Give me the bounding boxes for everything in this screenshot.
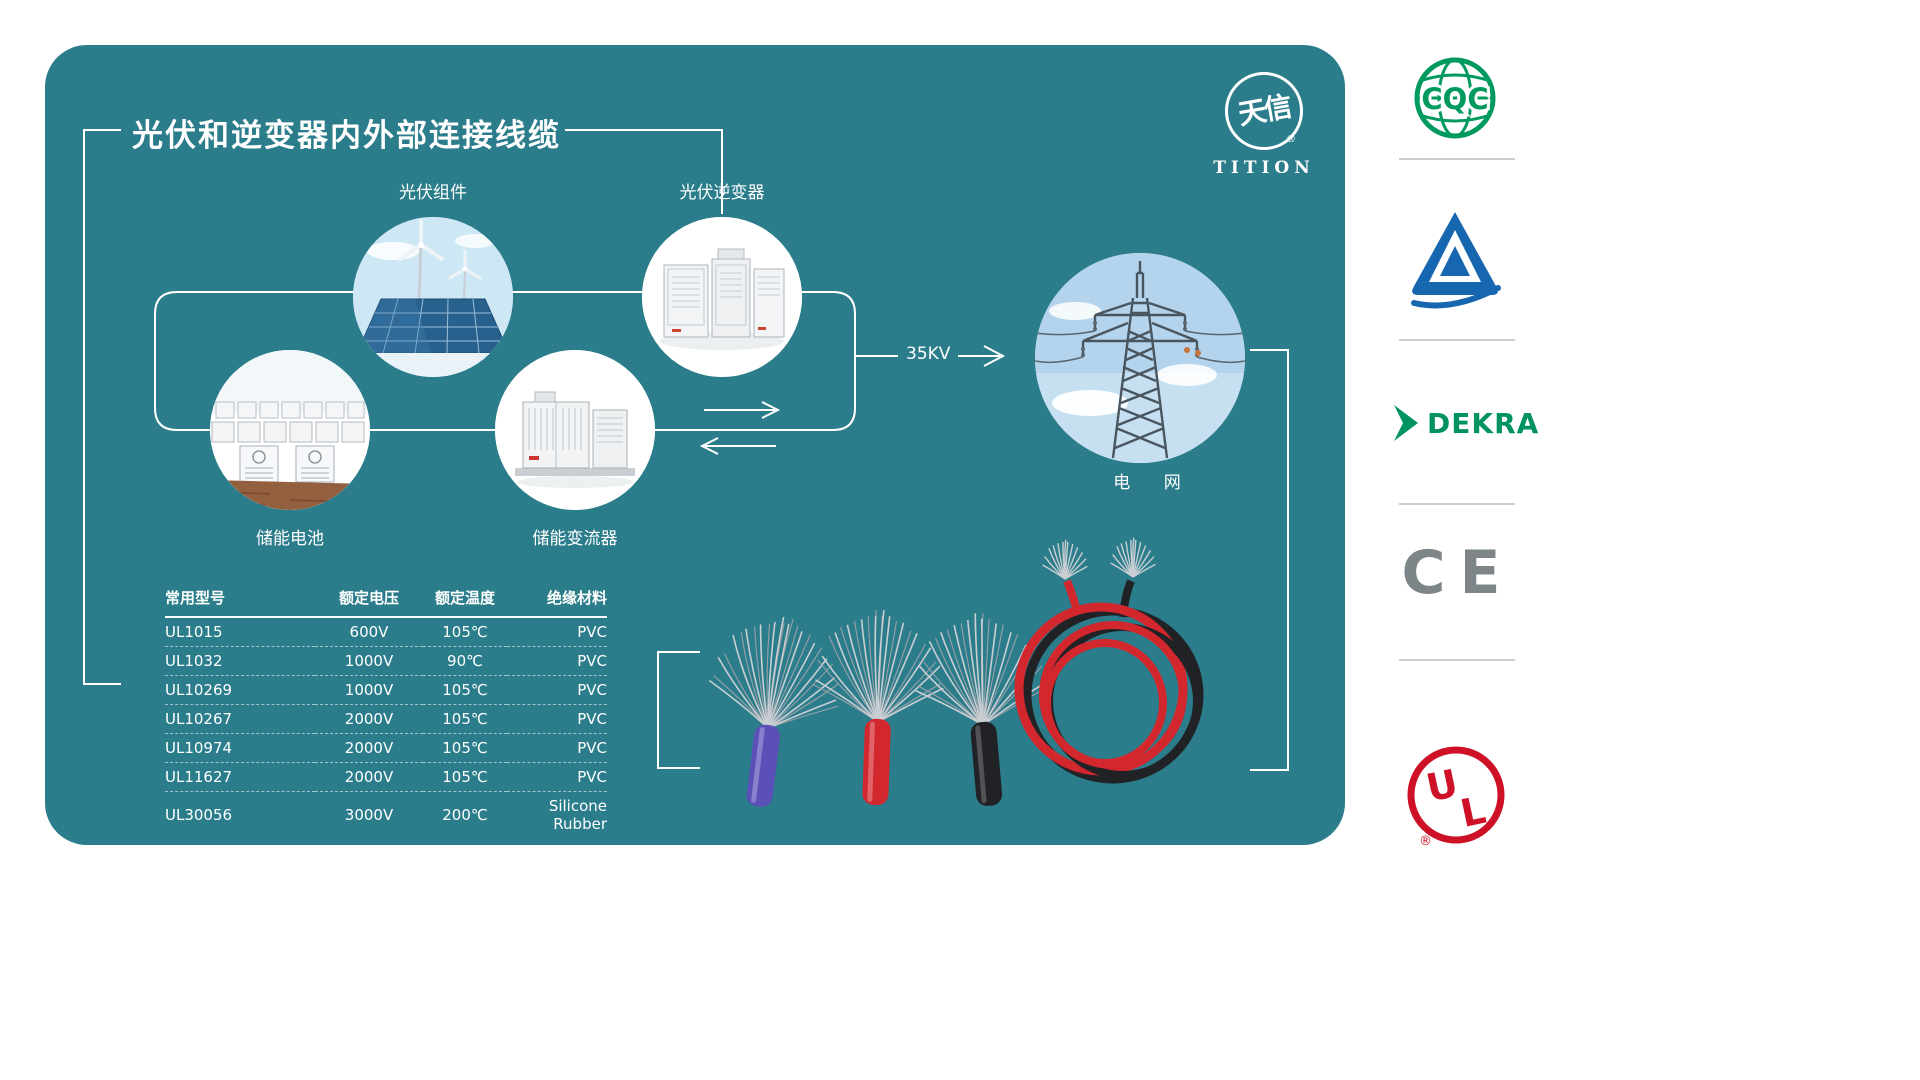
table-cell: PVC: [507, 762, 607, 792]
table-cell: 200℃: [423, 791, 507, 838]
storage-converter-label: 储能变流器: [532, 529, 618, 549]
voltage-label: 35KV: [898, 344, 959, 364]
coiled-cables: [1014, 537, 1204, 784]
table-header-voltage: 额定电压: [315, 583, 423, 618]
table-cell: 1000V: [315, 675, 423, 705]
table-cell: UL11627: [165, 762, 315, 792]
power-grid-photo: [1035, 253, 1245, 463]
tuv-triangle-logo: [1411, 212, 1501, 309]
table-cell: 3000V: [315, 791, 423, 838]
table-cell: 105℃: [423, 733, 507, 763]
pv-module-photo: [353, 217, 513, 377]
table-cell: 105℃: [423, 675, 507, 705]
table-cell: UL10974: [165, 733, 315, 763]
storage-battery-photo: [210, 350, 370, 510]
table-row: UL1015 600V 105℃ PVC: [165, 617, 607, 647]
table-cell: 105℃: [442, 623, 488, 641]
table-header-model: 常用型号: [165, 583, 315, 618]
stripped-wire-red: [809, 607, 947, 806]
table-cell: PVC: [577, 623, 607, 641]
pv-module-label: 光伏组件: [399, 183, 467, 203]
table-cell: 90℃: [423, 646, 507, 676]
table-cell: UL1015: [165, 623, 223, 641]
power-grid-label: 电 网: [1113, 473, 1195, 493]
dekra-logo: DEKRA: [1391, 402, 1539, 444]
dekra-arrow-icon: [1394, 405, 1418, 441]
brand-name: TITION: [1213, 158, 1315, 178]
table-cell: PVC: [507, 675, 607, 705]
table-cell: 1000V: [315, 646, 423, 676]
pv-inverter-photo: [642, 217, 802, 377]
sidebar-divider: [1399, 339, 1515, 341]
table-cell: UL1032: [165, 646, 315, 676]
ce-text: CE: [1401, 538, 1515, 608]
brand-registered-mark: ®: [1286, 134, 1296, 145]
storage-battery-label: 储能电池: [256, 529, 324, 549]
table-header-temperature: 额定温度: [423, 583, 507, 618]
table-cell: 105℃: [423, 762, 507, 792]
table-cell: 105℃: [423, 704, 507, 734]
cqc-text: CQC: [1421, 82, 1488, 116]
sidebar-divider: [1399, 503, 1515, 505]
ul-registered-mark: ®: [1419, 834, 1432, 849]
table-cell: 2000V: [315, 704, 423, 734]
ce-mark-logo: CE: [1398, 538, 1518, 608]
stripped-wire-purple: [703, 604, 855, 807]
sidebar-divider: [1399, 659, 1515, 661]
sidebar-divider: [1399, 158, 1515, 160]
cables-photo: [703, 537, 1204, 807]
cqc-logo: CQC: [1414, 57, 1496, 139]
table-header-insulation: 绝缘材料: [507, 583, 607, 618]
table-cell: UL30056: [165, 791, 315, 838]
pv-inverter-label: 光伏逆变器: [679, 183, 765, 203]
table-cell: PVC: [507, 733, 607, 763]
table-cell: UL10267: [165, 704, 315, 734]
table-cell: 2000V: [315, 762, 423, 792]
stripped-wire-black: [908, 607, 1048, 806]
dekra-text: DEKRA: [1427, 406, 1540, 440]
tition-seal-icon: 天信 ®: [1225, 72, 1303, 150]
table-header-row: 常用型号 额定电压 额定温度 绝缘材料: [165, 583, 607, 618]
table-cell: UL10269: [165, 675, 315, 705]
table-cell: Silicone Rubber: [507, 791, 607, 838]
brand-logo: 天信 ® TITION: [1200, 72, 1328, 178]
brand-chinese-text: 天信: [1235, 89, 1293, 132]
table-cell: 600V: [349, 623, 389, 641]
table-cell: PVC: [507, 646, 607, 676]
page-title: 光伏和逆变器内外部连接线缆: [132, 118, 561, 154]
table-cell: PVC: [507, 704, 607, 734]
storage-converter-photo: [495, 350, 655, 510]
ul-logo: U L ®: [1407, 746, 1505, 849]
table-cell: 2000V: [315, 733, 423, 763]
